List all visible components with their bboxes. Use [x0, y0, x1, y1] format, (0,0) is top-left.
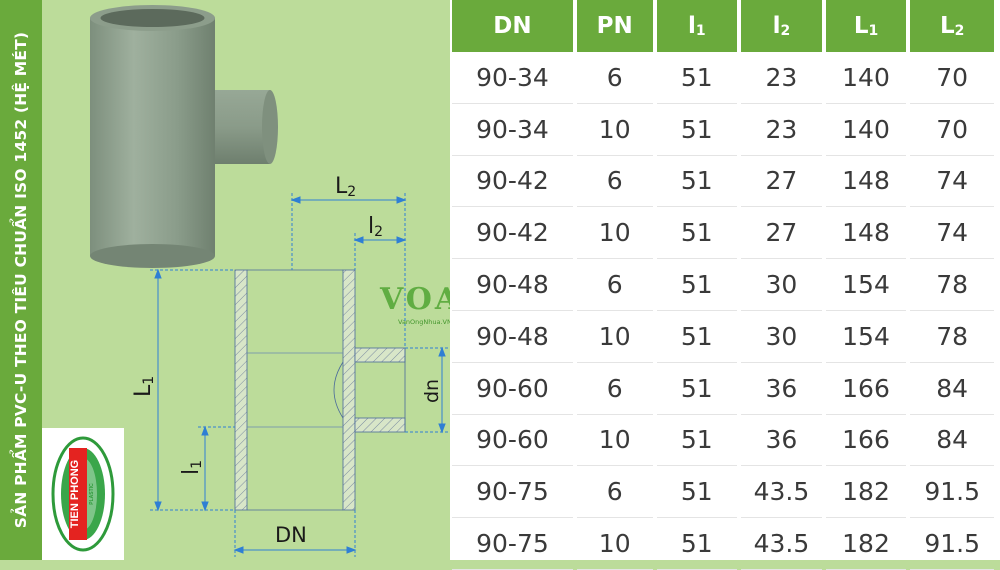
header-L2: L2 [910, 0, 994, 52]
table-cell: 27 [741, 207, 822, 260]
label-DN: DN [275, 523, 307, 547]
table-cell: 182 [825, 518, 907, 570]
table-cell: 6 [576, 259, 653, 311]
table-cell: 74 [910, 207, 994, 260]
table-cell: 148 [825, 156, 907, 208]
table-cell: 90-42 [452, 207, 573, 260]
table-cell: 51 [656, 156, 738, 208]
table-cell: 74 [910, 156, 994, 208]
label-L1: L1 [131, 376, 157, 397]
table-cell: 30 [741, 259, 822, 311]
table-cell: 140 [825, 104, 907, 156]
table-cell: 36 [741, 363, 822, 415]
table-cell: 30 [741, 311, 822, 363]
table-row: 90-42 6 51 27 148 74 [452, 156, 994, 208]
table-header-row: DN PN l1 l2 L1 L2 [452, 0, 994, 52]
table-row: 90-48 10 51 30 154 78 [452, 311, 994, 363]
table-cell: 36 [741, 415, 822, 467]
table-cell: 90-60 [452, 415, 573, 467]
header-L1: L1 [825, 0, 907, 52]
logo-brand-text: TIEN PHONG [69, 460, 81, 528]
table-cell: 6 [576, 363, 653, 415]
table-cell: 90-48 [452, 259, 573, 311]
header-l2-small: l2 [741, 0, 822, 52]
table-cell: 90-42 [452, 156, 573, 208]
table-cell: 90-75 [452, 518, 573, 570]
dimension-table-panel: DN PN l1 l2 L1 L2 90-34 6 51 23 140 70 9… [450, 0, 1000, 570]
label-l2: l2 [368, 214, 383, 240]
tien-phong-logo-icon: TIEN PHONG PLASTIC [51, 436, 115, 552]
side-title-strip: SẢN PHẨM PVC-U THEO TIÊU CHUẨN ISO 1452 … [0, 0, 42, 560]
table-cell: 166 [825, 415, 907, 467]
table-cell: 182 [825, 466, 907, 519]
label-L2: L2 [335, 174, 356, 200]
label-l1: l1 [179, 460, 205, 475]
table-cell: 51 [656, 466, 738, 519]
table-cell: 154 [825, 259, 907, 311]
table-cell: 84 [910, 363, 994, 415]
table-row: 90-60 6 51 36 166 84 [452, 363, 994, 415]
table-cell: 51 [656, 207, 738, 260]
table-row: 90-34 10 51 23 140 70 [452, 104, 994, 156]
table-cell: 91.5 [910, 466, 994, 519]
table-row: 90-75 6 51 43.5 182 91.5 [452, 466, 994, 519]
table-cell: 154 [825, 311, 907, 363]
table-row: 90-42 10 51 27 148 74 [452, 207, 994, 260]
table-cell: 10 [576, 104, 653, 156]
table-cell: 10 [576, 415, 653, 467]
table-cell: 6 [576, 156, 653, 208]
tien-phong-logo: TIEN PHONG PLASTIC [42, 428, 124, 560]
table-cell: 10 [576, 518, 653, 570]
label-dn: dn [421, 379, 443, 403]
table-cell: 78 [910, 259, 994, 311]
table-cell: 27 [741, 156, 822, 208]
table-row: 90-75 10 51 43.5 182 91.5 [452, 518, 994, 570]
header-l1-small: l1 [656, 0, 738, 52]
header-pn: PN [576, 0, 653, 52]
table-row: 90-34 6 51 23 140 70 [452, 52, 994, 104]
table-cell: 23 [741, 104, 822, 156]
table-cell: 51 [656, 363, 738, 415]
side-title: SẢN PHẨM PVC-U THEO TIÊU CHUẨN ISO 1452 … [12, 31, 30, 529]
table-cell: 70 [910, 52, 994, 104]
table-cell: 51 [656, 415, 738, 467]
table-cell: 148 [825, 207, 907, 260]
table-cell: 90-34 [452, 52, 573, 104]
table-cell: 91.5 [910, 518, 994, 570]
table-cell: 90-60 [452, 363, 573, 415]
table-cell: 90-34 [452, 104, 573, 156]
table-cell: 6 [576, 52, 653, 104]
table-cell: 78 [910, 311, 994, 363]
table-cell: 90-75 [452, 466, 573, 519]
table-cell: 10 [576, 207, 653, 260]
table-cell: 84 [910, 415, 994, 467]
table-cell: 51 [656, 518, 738, 570]
dimension-table: DN PN l1 l2 L1 L2 90-34 6 51 23 140 70 9… [448, 0, 998, 570]
tee-fitting-photo [80, 0, 290, 270]
logo-sub-text: PLASTIC [89, 483, 95, 505]
table-cell: 51 [656, 311, 738, 363]
table-cell: 43.5 [741, 518, 822, 570]
header-dn: DN [452, 0, 573, 52]
table-cell: 166 [825, 363, 907, 415]
table-row: 90-60 10 51 36 166 84 [452, 415, 994, 467]
table-cell: 6 [576, 466, 653, 519]
table-cell: 10 [576, 311, 653, 363]
table-cell: 23 [741, 52, 822, 104]
table-cell: 140 [825, 52, 907, 104]
left-pane: SẢN PHẨM PVC-U THEO TIÊU CHUẨN ISO 1452 … [0, 0, 458, 560]
table-cell: 51 [656, 52, 738, 104]
table-cell: 51 [656, 259, 738, 311]
table-cell: 70 [910, 104, 994, 156]
table-cell: 43.5 [741, 466, 822, 519]
table-cell: 90-48 [452, 311, 573, 363]
table-cell: 51 [656, 104, 738, 156]
table-row: 90-48 6 51 30 154 78 [452, 259, 994, 311]
tee-dimension-diagram: L2 l2 L1 l1 DN dn [120, 165, 450, 560]
